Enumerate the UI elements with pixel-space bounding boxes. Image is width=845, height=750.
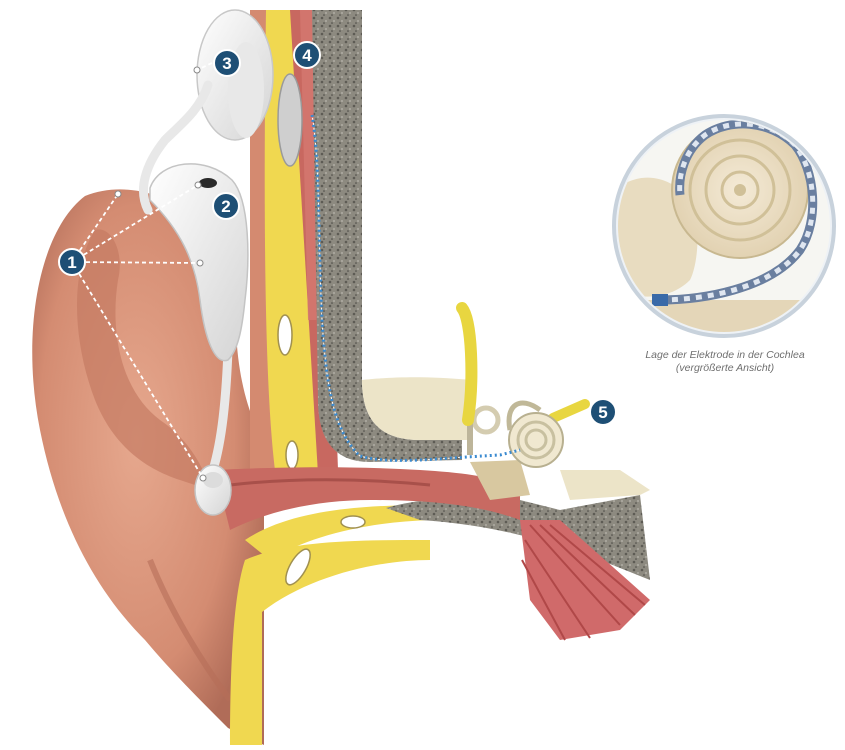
inset-caption-line1: Lage der Elektrode in der Cochlea (610, 349, 840, 362)
implant-receiver (278, 74, 302, 166)
marker-2-label: 2 (221, 197, 230, 216)
transmitter-coil (197, 10, 273, 140)
inset-caption-line2: (vergrößerte Ansicht) (610, 362, 840, 375)
marker-5-label: 5 (598, 403, 607, 422)
marker-4-label: 4 (302, 46, 312, 65)
marker-1: 1 (59, 249, 85, 275)
marker-5: 5 (590, 399, 616, 425)
inset-caption: Lage der Elektrode in der Cochlea (vergr… (610, 349, 840, 375)
marker-4: 4 (294, 42, 320, 68)
marker-1-label: 1 (67, 253, 76, 272)
inset-cochlea (614, 116, 834, 336)
marker-3: 3 (214, 50, 240, 76)
marker-3-label: 3 (222, 54, 231, 73)
marker-2: 2 (213, 193, 239, 219)
